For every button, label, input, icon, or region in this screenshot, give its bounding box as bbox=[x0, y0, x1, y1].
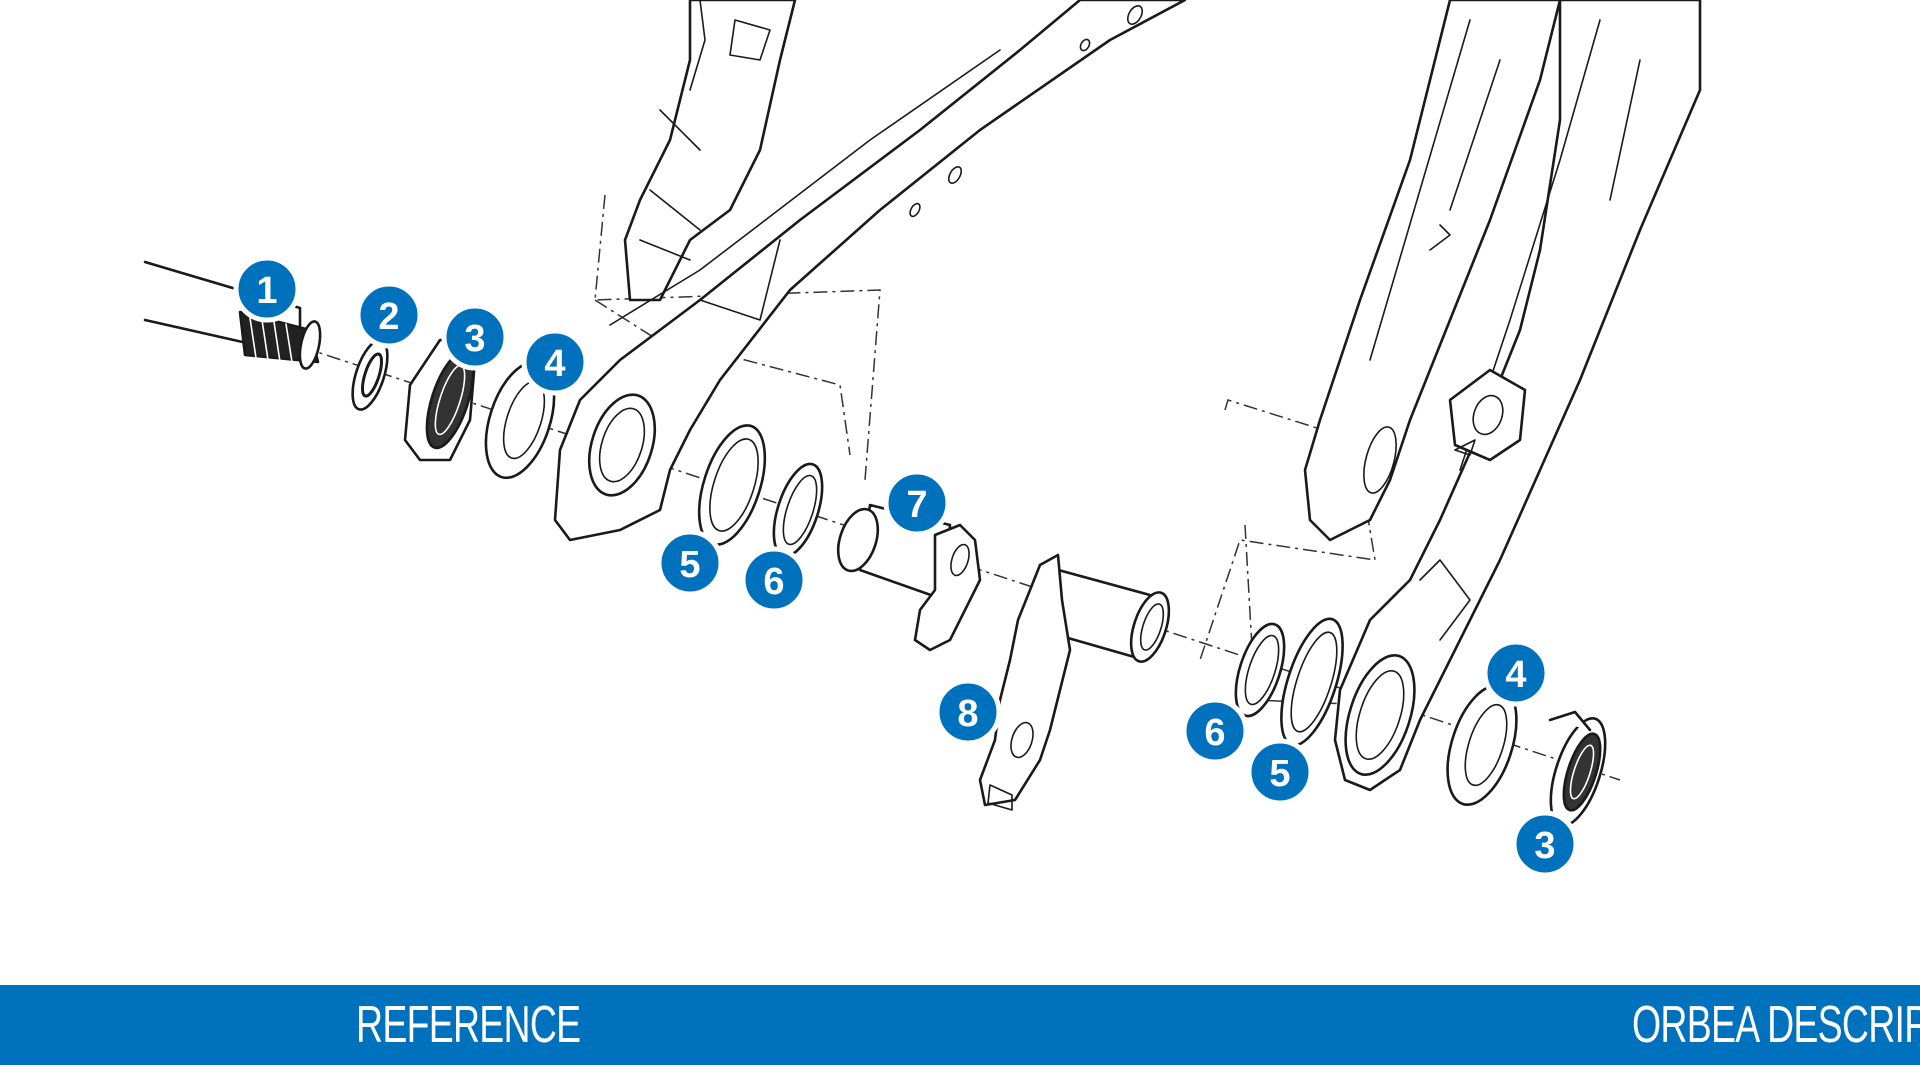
callout-6-right-label: 6 bbox=[1204, 712, 1225, 754]
callout-4-right-label: 4 bbox=[1505, 654, 1526, 696]
part-derailleur-hanger bbox=[978, 553, 1171, 811]
callout-3-right-label: 3 bbox=[1534, 825, 1555, 867]
chain-stay-left bbox=[553, 0, 1187, 542]
description-column-header: ORBEA DESCRIPT bbox=[1632, 996, 1920, 1054]
part-small-ring-left bbox=[772, 462, 824, 558]
seat-stay-left bbox=[623, 0, 797, 302]
callout-8: 8 bbox=[934, 678, 1002, 746]
table-header-bar: REFERENCE ORBEA DESCRIPT bbox=[0, 985, 1920, 1065]
reference-column-header: REFERENCE bbox=[356, 996, 581, 1054]
callout-2: 2 bbox=[355, 281, 423, 349]
part-axle bbox=[143, 260, 322, 370]
part-threaded-nut-left bbox=[403, 338, 477, 462]
callout-4-left-label: 4 bbox=[544, 343, 565, 385]
part-small-ring-right bbox=[1234, 622, 1286, 718]
callout-7-label: 7 bbox=[906, 484, 927, 526]
callout-5-left-label: 5 bbox=[679, 544, 700, 586]
callout-5-right: 5 bbox=[1246, 738, 1314, 806]
frame-right bbox=[1303, 0, 1702, 792]
callouts: 1 2 3 4 5 6 7 8 bbox=[233, 255, 1579, 878]
callout-2-label: 2 bbox=[378, 296, 399, 338]
callout-1: 1 bbox=[233, 255, 301, 323]
callout-5-left: 5 bbox=[656, 529, 724, 597]
callout-1-label: 1 bbox=[256, 270, 277, 312]
part-threaded-nut-right bbox=[1548, 710, 1607, 827]
part-washer-right bbox=[1446, 684, 1518, 806]
callout-3-right: 3 bbox=[1511, 810, 1579, 878]
callout-3-left: 3 bbox=[441, 303, 509, 371]
callout-6-left: 6 bbox=[740, 546, 808, 614]
callout-8-label: 8 bbox=[957, 693, 978, 735]
part-ring-left bbox=[697, 424, 767, 546]
callout-5-right-label: 5 bbox=[1269, 753, 1290, 795]
callout-3-left-label: 3 bbox=[464, 318, 485, 360]
callout-7: 7 bbox=[883, 469, 951, 537]
callout-6-right: 6 bbox=[1181, 697, 1249, 765]
callout-4-left: 4 bbox=[521, 328, 589, 396]
callout-4-right: 4 bbox=[1482, 639, 1550, 707]
callout-6-left-label: 6 bbox=[763, 561, 784, 603]
